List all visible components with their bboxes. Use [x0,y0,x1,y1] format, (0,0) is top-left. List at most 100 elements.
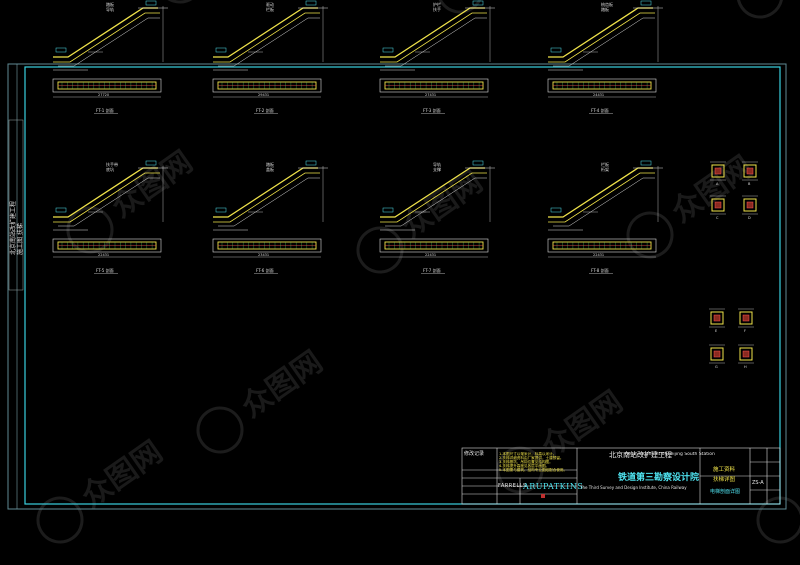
section-label: FT-1 剖面 [96,107,114,113]
note-line: 5.本图需与建筑、结构专业图纸配合使用。 [499,468,568,472]
escalator-truss-top [548,12,655,63]
detail-symbol: A [710,161,726,186]
detail-label: C [716,216,719,220]
institute-name-cn: 铁道第三勘察设计院 [618,473,700,483]
detail-symbol: D [742,195,758,220]
detail-core [714,167,722,175]
red-seal-icon [541,494,545,498]
sheet-code: ZS-A [752,480,764,486]
escalator-handrail [53,7,158,58]
atkins-logo: ATKINS [548,482,584,491]
note-line: 2.扶梯详细资料由厂家提供，土建预留。 [499,456,564,460]
detail-core [713,350,721,358]
detail-symbol: E [709,308,725,333]
level-tag-lower [215,207,227,213]
detail-label: A [716,182,719,186]
watermark-mark: 众图网 [736,0,784,19]
escalator-truss-bottom [385,17,487,67]
level-tag-lower [382,47,394,53]
watermark-text: 众图网 [75,434,169,514]
escalator-handrail [380,7,485,58]
revision-header: 修改记录 [464,451,485,457]
callout-label: 扶手 [433,6,441,12]
escalator-truss-bottom [218,17,320,67]
detail-frame [739,347,753,361]
level-tag-upper [305,0,317,6]
escalator-handrail [548,7,653,58]
escalator-truss-bottom [218,177,320,227]
watermark-text: 众图网 [665,149,759,229]
outer-frame [7,63,787,510]
detail-frame [739,311,753,325]
watermark-logo-icon [356,226,404,274]
watermark-logo-icon [496,446,544,494]
level-tag-upper [472,0,484,6]
dimension-label: 29431 [258,93,269,97]
sidebar-stage-text: 施工图 扶梯 [16,223,24,255]
level-tag-upper [640,160,652,166]
level-tag-lower [550,47,562,53]
detail-core [746,167,754,175]
callout-label: 扶手带 [106,161,118,167]
detail-frame [711,164,725,178]
callout-label: 支撑 [433,166,441,172]
level-tag-upper [145,0,157,6]
section-label: FT-6 剖面 [256,267,274,273]
dimension-label: 22431 [593,253,604,257]
level-tag-upper [472,160,484,166]
watermark-logo-icon [626,211,674,259]
escalator-truss-top [213,12,320,63]
escalator-truss-bottom [553,177,655,227]
callout-label: 踏板 [601,6,609,12]
detail-symbol: B [742,161,758,186]
escalator-truss-bottom [58,177,160,227]
escalator-handrail [213,7,318,58]
level-tag-upper [305,160,317,166]
detail-label: H [744,365,747,369]
escalator-plan-outline [547,78,657,93]
watermark-mark: 众图网 [356,164,489,274]
detail-core [746,201,754,209]
escalator-handrail [548,167,653,218]
arup-logo: ARUP [523,482,549,491]
farrells-logo: FARRELLS [498,483,527,489]
detail-core [714,201,722,209]
escalator-truss-bottom [58,17,160,67]
level-tag-lower [382,207,394,213]
watermark-logo-icon [66,206,114,254]
watermark-text: 众图网 [105,144,199,224]
detail-symbol: G [709,344,725,369]
callout-label: 桁架 [601,166,609,172]
section-label: FT-4 剖面 [591,107,609,113]
section-label: FT-3 剖面 [423,107,441,113]
drawing-title: 扶梯详图 [713,477,736,483]
level-tag-lower [55,47,67,53]
section-label: FT-5 剖面 [96,267,114,273]
escalator-truss-top [380,172,487,223]
detail-frame [710,347,724,361]
section-label: FT-2 剖面 [256,107,274,113]
level-tag-upper [640,0,652,6]
detail-symbol: F [738,308,754,333]
escalator-plan-outline [547,238,657,253]
sidebar-project-text: 北京南站改扩建工程 [9,201,17,255]
escalator-truss-bottom [553,17,655,67]
escalator-truss-top [213,172,320,223]
callout-label: 导轨 [433,161,441,167]
watermark-logo-icon [756,496,800,544]
detail-label: G [715,365,718,369]
section-label: FT-8 剖面 [591,267,609,273]
callout-label: 导轨 [106,6,114,12]
sidebar-stamp [8,119,24,291]
callout-label: 底坑 [106,166,114,172]
watermark-text: 众图网 [395,164,489,244]
detail-label: D [748,216,751,220]
